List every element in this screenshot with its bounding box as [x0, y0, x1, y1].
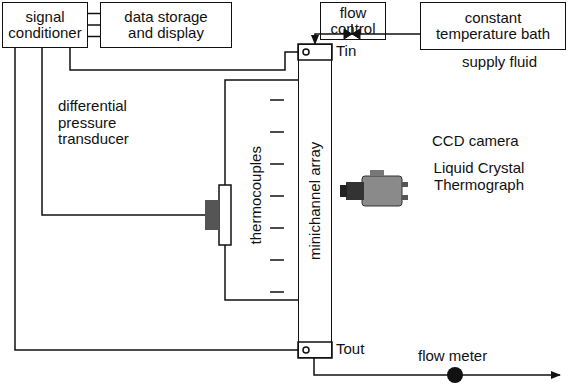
temperature-label: Tout	[336, 341, 364, 358]
bath-box: constant temperature bath	[420, 2, 566, 50]
instrument-label: thermocouples	[248, 146, 265, 244]
outlet-fitting	[298, 342, 332, 358]
node-text: constant temperature bath	[427, 10, 559, 42]
inlet-fitting	[298, 44, 332, 60]
control-box: flow control	[320, 2, 386, 40]
minichannel-box: minichannel array	[298, 44, 332, 358]
inlet-thermocouple	[303, 49, 309, 55]
process-box: data storage and display	[100, 2, 232, 48]
pressure-tap-line	[225, 80, 298, 300]
transducer-body	[219, 185, 231, 245]
outlet-thermocouple	[303, 347, 309, 353]
node-text: minichannel array	[307, 142, 323, 260]
instrument-label: Liquid Crystal Thermograph	[424, 160, 534, 193]
fluid-label: supply fluid	[462, 54, 537, 71]
process-box: signal conditioner	[2, 2, 88, 48]
instrument-label: differential pressure transducer	[58, 98, 164, 148]
thermocouple-ticks	[270, 100, 284, 292]
instrument-label: flow meter	[418, 348, 487, 365]
signal-wire	[70, 48, 298, 70]
signal-wire	[42, 48, 205, 215]
ccd-camera	[340, 170, 408, 206]
node-text: data storage and display	[113, 9, 219, 41]
connector	[88, 14, 100, 37]
node-text: flow control	[323, 5, 383, 37]
instrument-label: CCD camera	[432, 133, 519, 150]
temperature-label: Tin	[336, 43, 356, 60]
signal-wire	[15, 48, 298, 350]
transducer-head	[205, 200, 219, 230]
node-text: signal conditioner	[6, 9, 84, 41]
flow-meter-symbol	[447, 367, 463, 383]
